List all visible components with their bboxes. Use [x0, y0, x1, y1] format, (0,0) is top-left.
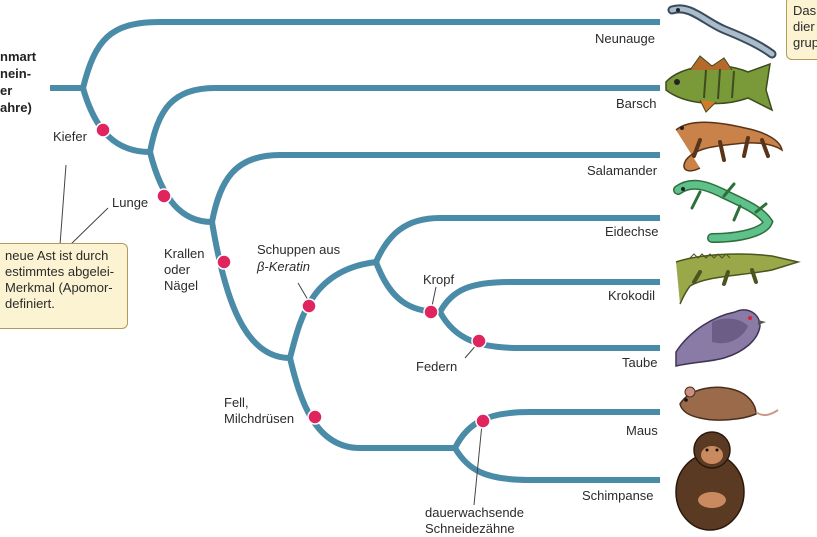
pointer-zaehne	[473, 423, 483, 506]
callout-line: definiert.	[5, 296, 55, 311]
taxon-salamander: Salamander	[587, 163, 658, 178]
trait-fell: Fell, Milchdrüsen	[224, 395, 294, 427]
branch-sauropsida	[287, 259, 377, 359]
marker-lunge	[156, 188, 172, 204]
trait-kiefer: Kiefer	[53, 129, 87, 144]
taxon-taube: Taube	[622, 355, 658, 370]
marker-zaehne	[475, 413, 491, 429]
salamander-icon	[675, 121, 784, 172]
root-label: nmart nein- er ahre)	[0, 48, 36, 116]
branch-salamander	[209, 152, 660, 223]
marker-schuppen	[301, 298, 317, 314]
trait-line: Fell,	[224, 395, 249, 410]
root-label-line: nmart	[0, 49, 37, 64]
trait-markers	[95, 122, 491, 429]
trait-lunge: Lunge	[112, 195, 149, 210]
pigeon-icon	[675, 309, 766, 367]
taxon-barsch: Barsch	[616, 96, 657, 111]
pointer-kropf	[431, 286, 437, 307]
trait-line: β-Keratin	[257, 259, 310, 274]
trait-zaehne: dauerwachsende Schneidezähne	[425, 505, 524, 537]
trait-line: oder	[164, 262, 191, 277]
perch-icon	[665, 55, 774, 113]
branch-schimpanse	[452, 446, 660, 483]
branch-amniota	[209, 221, 291, 361]
callout-line: grup	[793, 35, 817, 50]
trait-federn: Federn	[416, 359, 458, 374]
trait-line: Krallen	[164, 246, 205, 261]
trait-line: Milchdrüsen	[224, 411, 295, 426]
marker-kropf	[423, 304, 439, 320]
marker-kiefer	[95, 122, 111, 138]
branches	[50, 19, 660, 483]
branch-jaw-clade	[80, 87, 151, 155]
branch-barsch	[147, 85, 660, 153]
callout-line: Merkmal (Apomor-	[5, 280, 113, 295]
marker-federn	[471, 333, 487, 349]
lizard-icon	[673, 179, 774, 243]
callout-line: estimmtes abgelei-	[5, 264, 115, 279]
root-label-line: er	[0, 83, 13, 98]
branch-krokodil	[437, 279, 660, 314]
trait-line: dauerwachsende	[425, 505, 525, 520]
marker-fell	[307, 409, 323, 425]
taxon-krokodil: Krokodil	[608, 288, 655, 303]
trait-line: Nägel	[164, 278, 198, 293]
root-label-line: nein-	[0, 66, 32, 81]
trait-line: Schuppen aus	[257, 242, 341, 257]
branch-mammalia	[287, 357, 361, 451]
taxon-schimpanse: Schimpanse	[582, 488, 654, 503]
mouse-icon	[679, 386, 779, 421]
pointer-lunge-callout	[69, 207, 109, 246]
pointer-kiefer-callout	[59, 164, 67, 246]
marker-krallen	[216, 254, 232, 270]
callout-line: dier	[793, 19, 815, 34]
pointer-schuppen	[297, 282, 309, 301]
root-label-line: ahre)	[0, 100, 32, 115]
callout-line: Das	[793, 3, 817, 18]
lamprey-icon	[667, 4, 777, 59]
taxon-neunauge: Neunauge	[595, 31, 655, 46]
trait-krallen: Krallen oder Nägel	[164, 246, 204, 294]
branch-eidechse	[373, 215, 660, 264]
callout-right: Das dier grup	[786, 0, 817, 60]
pointer-lines	[59, 164, 483, 506]
branch-neunauge	[80, 19, 660, 89]
chimpanzee-icon	[675, 431, 745, 531]
taxon-maus: Maus	[626, 423, 658, 438]
callout-apomorphy: neue Ast ist durch estimmtes abgelei- Me…	[0, 243, 128, 329]
callout-line: neue Ast ist durch	[5, 248, 109, 263]
crocodile-icon	[675, 253, 801, 305]
trait-schuppen: Schuppen aus β-Keratin	[257, 241, 340, 275]
branch-lung-clade	[147, 151, 213, 225]
trait-line: Schneidezähne	[425, 521, 515, 536]
taxon-eidechse: Eidechse	[605, 224, 659, 239]
trait-kropf: Kropf	[423, 272, 455, 287]
